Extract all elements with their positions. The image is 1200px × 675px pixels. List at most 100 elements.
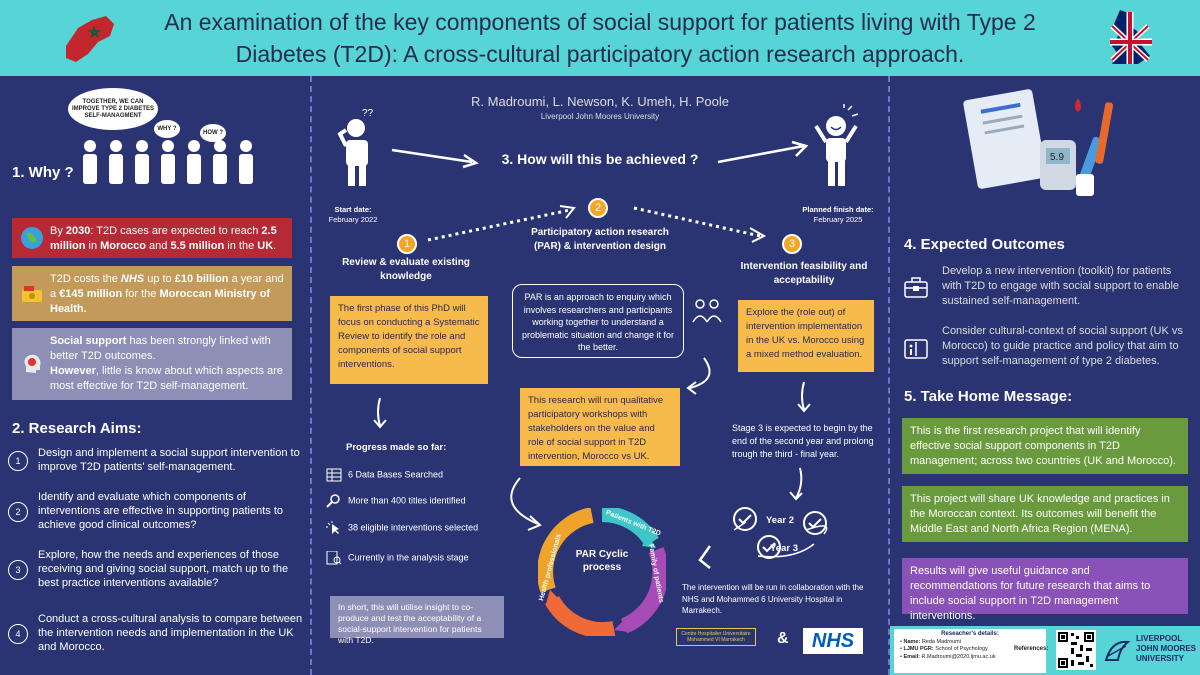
text: up to [144, 273, 175, 285]
cycle-ring [538, 508, 666, 636]
title-line-1: An examination of the key components of … [164, 9, 1036, 35]
text: in the [224, 240, 258, 252]
footer-bar: Reseacher's details: • Name: Reda Madrou… [890, 626, 1200, 675]
aim-item: 3 Explore, how the needs and experiences… [8, 548, 308, 592]
progress-item: 38 eligible interventions selected [326, 521, 478, 535]
start-date: Start date: February 2022 [326, 205, 380, 225]
par-definition-box: PAR is an approach to enquiry which invo… [512, 284, 684, 358]
text-bold: 2.5 million [50, 225, 277, 252]
text: . [273, 240, 277, 252]
finish-value: February 2025 [813, 215, 863, 224]
group-discussion-icon [692, 299, 722, 323]
speech-bubble-main: TOGETHER, WE CAN IMPROVE TYPE 2 DIABETES… [68, 88, 158, 130]
pgr-value: School of Psychology [935, 646, 988, 652]
qr-code-icon[interactable] [1056, 630, 1096, 670]
why-box-support: Social support has been strongly linked … [12, 328, 292, 400]
text: in [85, 240, 101, 252]
chu-logo-text: Centre Hospitalier Universitaire Mohamme… [676, 628, 756, 646]
progress-text: Currently in the analysis stage [348, 552, 469, 563]
happy-person-icon [814, 104, 859, 186]
aim-text: Explore, how the needs and experiences o… [38, 549, 289, 589]
references-label: References: [1014, 646, 1049, 652]
step-1-number: 1 [397, 234, 417, 254]
researcher-name: • Name: Reda Madroumi [900, 638, 961, 645]
text-bold: 2030 [65, 225, 91, 237]
pgr-label: LJMU PGR: [903, 646, 934, 652]
finish-date: Planned finish date: February 2025 [796, 205, 880, 225]
ljmu-wordmark: LIVERPOOL JOHN MOORES UNIVERSITY [1136, 634, 1197, 663]
text-bold: Moroccan Ministry of Health. [50, 288, 271, 315]
university: Liverpool John Moores University [540, 112, 660, 121]
toolkit-icon [904, 277, 928, 298]
curved-arrow [686, 357, 711, 395]
right-column: 4. Expected Outcomes Develop a new inter… [888, 76, 1200, 675]
title-line-2: Diabetes (T2D): A cross-cultural partici… [235, 41, 965, 67]
text-bold: UK [257, 240, 274, 252]
name-value: Reda Madroumi [921, 638, 961, 645]
cursor-icon [326, 521, 339, 534]
check-icon [757, 535, 781, 559]
step-2-number: 2 [588, 198, 608, 218]
how-heading: 3. How will this be achieved ? [501, 151, 699, 167]
email-value[interactable]: R.Madroumi@2020.ljmu.ac.uk [921, 653, 996, 660]
group-icon: TOGETHER, WE CAN IMPROVE TYPE 2 DIABETES… [68, 88, 258, 186]
globe-icon [21, 227, 43, 249]
down-arrow [797, 381, 811, 413]
svg-text:5.9: 5.9 [1050, 152, 1064, 163]
researcher-email[interactable]: • Email: R.Madroumi@2020.ljmu.ac.uk [900, 653, 996, 660]
book-icon [904, 339, 928, 359]
outcome-1: Develop a new intervention (toolkit) for… [942, 265, 1180, 307]
aim-number: 4 [8, 624, 28, 644]
aim-number: 3 [8, 560, 28, 580]
why-box-cases: By 2030: T2D cases are expected to reach… [12, 218, 292, 258]
start-value: February 2022 [328, 215, 378, 224]
year-2-label: Year 2 [766, 515, 794, 526]
medical-supplies-icon: 5.9 [963, 89, 1114, 196]
take-home-message-2: This project will share UK knowledge and… [902, 486, 1188, 542]
nhs-logo: NHS [803, 628, 863, 654]
why-heading: 1. Why ? [12, 164, 74, 181]
speech-bubble-how: HOW ? [200, 124, 226, 142]
text: and [145, 240, 171, 252]
down-arrow [789, 467, 803, 501]
aim-text: Conduct a cross-cultural analysis to com… [38, 613, 303, 653]
why-box-costs: T2D costs the NHS up to £10 billion a ye… [12, 266, 292, 321]
down-arrow [373, 397, 387, 429]
svg-text:??: ?? [362, 108, 374, 119]
progress-text: 38 eligible interventions selected [348, 522, 479, 533]
collaboration-text: The intervention will be run in collabor… [682, 583, 864, 615]
search-icon [326, 494, 340, 508]
ljmu-logo-icon [1104, 640, 1131, 661]
aim-item: 2 Identify and evaluate which components… [8, 490, 308, 534]
step-3-number: 3 [782, 234, 802, 254]
aim-item: 4 Conduct a cross-cultural analysis to c… [8, 612, 308, 656]
aims-heading: 2. Research Aims: [12, 420, 142, 437]
researcher-heading: Reseacher's details: [941, 631, 999, 637]
email-label: Email: [903, 653, 920, 660]
thinking-person-icon: ?? [337, 108, 374, 186]
aim-item: 1 Design and implement a social support … [8, 446, 308, 476]
step-3-title: Intervention feasibility and acceptabili… [740, 261, 868, 286]
start-label: Start date: [334, 205, 372, 214]
chu-logo: Centre Hospitalier Universitaire Mohamme… [676, 628, 756, 654]
progress-text: 6 Data Bases Searched [348, 469, 444, 480]
text: T2D costs the [50, 273, 121, 285]
aim-text: Design and implement a social support in… [38, 447, 300, 473]
dotted-arrows [427, 205, 767, 243]
aim-text: Identify and evaluate which components o… [38, 491, 284, 531]
name-label: Name: [903, 638, 921, 645]
ampersand: & [777, 630, 789, 647]
take-home-message-3: Results will give useful guidance and re… [902, 558, 1188, 622]
text: : T2D cases are expected to reach [90, 225, 262, 237]
step-3-box: Explore the (role out) of intervention i… [738, 300, 874, 372]
take-home-heading: 5. Take Home Message: [904, 388, 1073, 405]
text-bold: Social support [50, 335, 127, 347]
document-icon [326, 551, 342, 565]
step-1-title: Review & evaluate existing knowledge [342, 257, 470, 282]
text-bold: 5.5 million [170, 240, 225, 252]
progress-text: More than 400 titles identified [348, 495, 466, 506]
left-column: TOGETHER, WE CAN IMPROVE TYPE 2 DIABETES… [0, 76, 312, 675]
aim-number: 1 [8, 451, 28, 471]
morocco-flag-icon [66, 16, 114, 62]
timeline-line [698, 521, 828, 569]
